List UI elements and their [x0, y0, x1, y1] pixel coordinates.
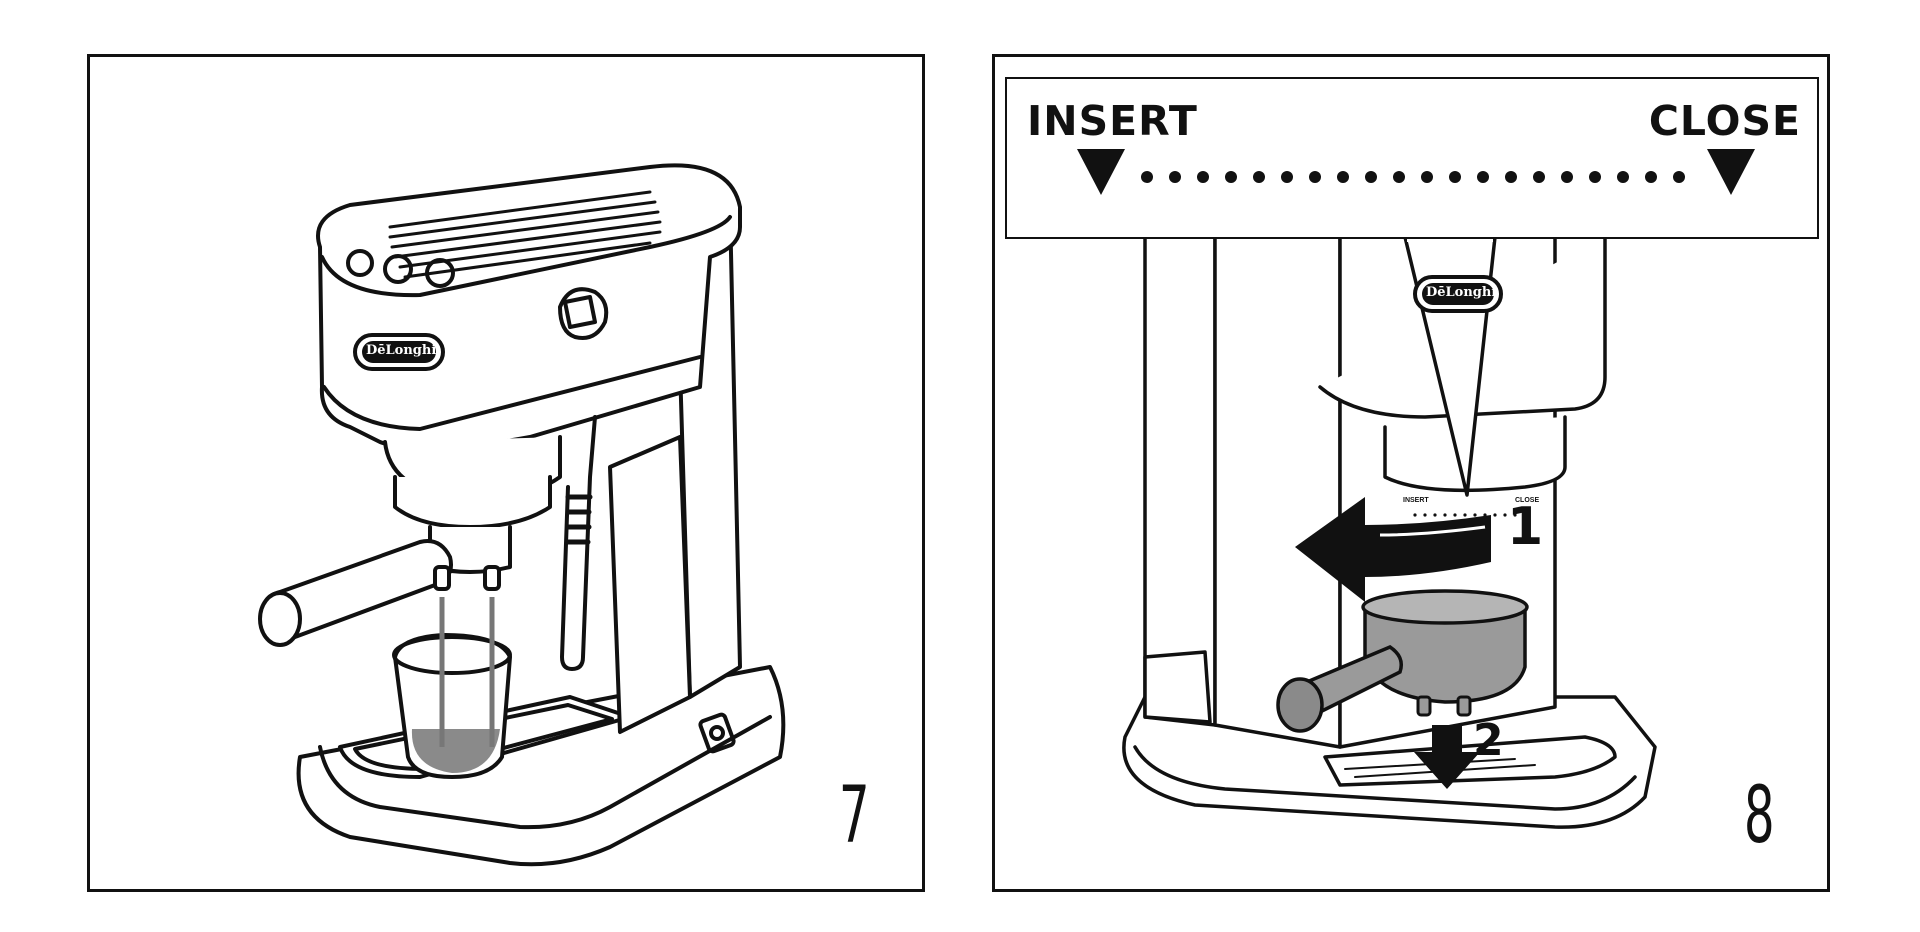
figure-number: 8	[1744, 771, 1775, 861]
callout-dotted-scale	[1077, 149, 1755, 195]
insert-close-callout: INSERT CLOSE	[1005, 77, 1819, 239]
brand-logo: DēLonghi	[1426, 285, 1497, 300]
insert-marker-triangle-icon	[1077, 149, 1125, 195]
step-1-number: 1	[1507, 497, 1544, 557]
dial-insert-label: INSERT	[1403, 497, 1429, 504]
figure-7-panel: DēLonghi 7	[87, 54, 925, 892]
figure-8-panel: INSERT CLOSE INSERT CLOSE DēLonghi 1 2 8	[992, 54, 1830, 892]
callout-close-label: CLOSE	[1648, 97, 1801, 145]
espresso-machine-brewing-illustration	[258, 163, 786, 867]
callout-insert-label: INSERT	[1027, 97, 1198, 145]
portafilter-insert-illustration	[1122, 235, 1657, 829]
dial-close-label: CLOSE	[1515, 497, 1540, 504]
close-marker-triangle-icon	[1707, 149, 1755, 195]
brand-logo: DēLonghi	[366, 343, 437, 358]
step-2-number: 2	[1473, 715, 1504, 766]
figure-number: 7	[839, 771, 870, 861]
